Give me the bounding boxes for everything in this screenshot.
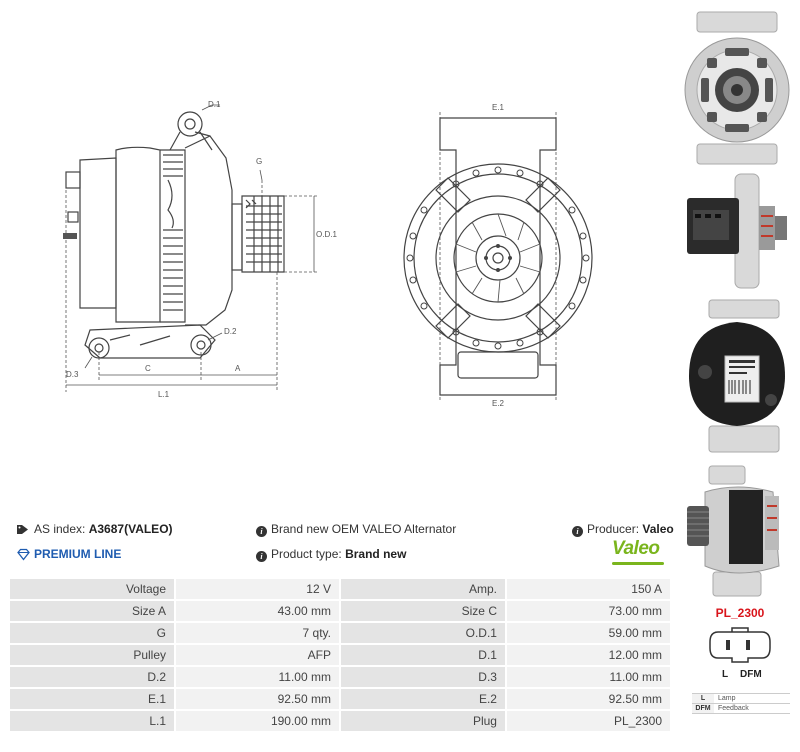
alternator-photo-side (683, 170, 791, 292)
legend-row: L Lamp (692, 693, 790, 703)
label-od1: O.D.1 (316, 230, 337, 239)
label-g: G (256, 157, 262, 166)
diamond-icon (17, 548, 30, 563)
label-e1: E.1 (492, 103, 505, 112)
label-d3: D.3 (66, 370, 79, 379)
label-d2: D.2 (224, 327, 237, 336)
legend-row: DFM Feedback (692, 703, 790, 714)
label-d1: D.1 (208, 100, 221, 109)
side-view-drawing: D.1 G O.D.1 D.2 D.3 C A L.1 (63, 100, 337, 399)
info-icon: i (256, 551, 267, 562)
alternator-photo-rear (683, 296, 791, 458)
plug-pin-dfm: DFM (740, 669, 762, 680)
front-view-drawing: E.1 E.2 (403, 103, 593, 408)
plug-pin-l: L (722, 669, 729, 680)
as-index-value: A3687(VALEO) (88, 522, 173, 536)
premium-line-badge: PREMIUM LINE (17, 547, 121, 563)
producer-value: Valeo (642, 522, 674, 536)
label-e2: E.2 (492, 399, 505, 408)
plug-legend: L Lamp DFM Feedback (692, 693, 790, 714)
as-index: AS index: A3687(VALEO) (17, 522, 173, 538)
valeo-logo: Valeo (612, 538, 670, 568)
info-icon: i (256, 526, 267, 537)
plug-title: PL_2300 (715, 606, 765, 620)
tag-icon (17, 524, 30, 538)
label-c: C (145, 364, 151, 373)
alternator-photo-angle (683, 462, 791, 602)
label-l1: L.1 (158, 390, 170, 399)
label-a: A (235, 364, 241, 373)
product-type-value: Brand new (345, 547, 407, 561)
alternator-photo-front (683, 8, 791, 168)
info-icon: i (572, 526, 583, 537)
plug-connector-icon (709, 627, 771, 663)
